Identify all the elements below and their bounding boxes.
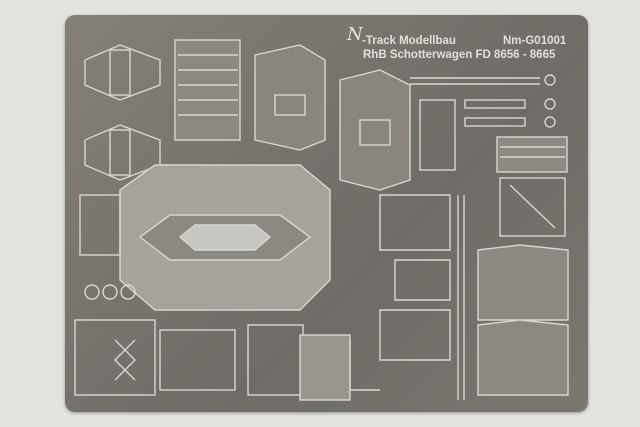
side-walls xyxy=(379,194,465,400)
bogie-frame-2 xyxy=(339,69,411,191)
hopper-part xyxy=(499,177,566,237)
underframe-1 xyxy=(74,319,236,396)
grille-panel xyxy=(174,39,241,141)
underframe-2 xyxy=(247,324,380,401)
screws xyxy=(84,284,136,300)
main-hopper-body xyxy=(79,164,331,311)
end-frame-top xyxy=(84,44,161,101)
bogie-frame-1 xyxy=(254,44,326,151)
end-walls xyxy=(477,244,569,396)
small-frame xyxy=(419,99,456,171)
slatted-panel xyxy=(496,136,568,173)
n-track-logo: N xyxy=(347,24,363,45)
manufacturer-text: -Track Modellbau xyxy=(362,35,456,47)
product-code: Nm-G01001 xyxy=(503,35,567,47)
product-title: RhB Schotterwagen FD 8656 - 8665 xyxy=(363,49,556,61)
rods xyxy=(410,74,556,128)
